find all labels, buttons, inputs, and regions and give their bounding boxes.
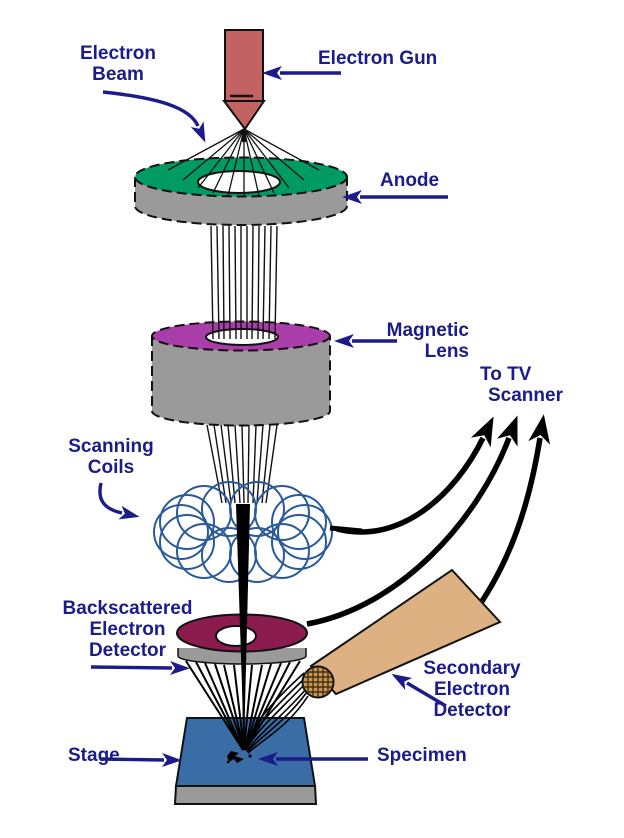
lens-aperture [205, 328, 279, 346]
electron-beam-fan [167, 128, 320, 197]
label-anode: Anode [380, 170, 440, 191]
anode-disk [134, 156, 348, 226]
secondary-electron-detector [301, 568, 502, 699]
scanning-coils-pointer [98, 482, 140, 520]
label-to-tv-scanner: To TV Scanner [480, 364, 563, 406]
label-backscattered-line1: Backscattered [62, 598, 193, 619]
label-magnetic-lens-line2: Lens [424, 341, 469, 362]
anode-aperture [197, 170, 281, 194]
label-scanning-coils-line2: Coils [87, 457, 135, 478]
stage-pointer [99, 752, 182, 767]
label-electron-beam-line2: Beam [92, 64, 144, 85]
label-secondary-line3: Detector [433, 700, 511, 721]
label-to-tv-line1: To TV [480, 364, 532, 385]
electron-gun [222, 29, 266, 131]
label-pointers [90, 66, 448, 767]
secondary-electron-paths [245, 672, 309, 754]
scanning-coils [153, 481, 333, 583]
label-backscattered-detector: Backscattered Electron Detector [50, 598, 205, 661]
label-magnetic-lens-line1: Magnetic [386, 320, 469, 341]
label-scanning-coils-line1: Scanning [68, 436, 154, 457]
label-electron-gun: Electron Gun [318, 48, 438, 69]
label-backscattered-line3: Detector [88, 640, 167, 661]
magnetic-lens [151, 320, 331, 427]
label-secondary-line1: Secondary [423, 658, 521, 679]
backscattered-pointer [90, 660, 190, 675]
electron-beam-pointer [102, 90, 206, 143]
label-backscattered-line2: Electron [89, 619, 166, 640]
beam-column [210, 225, 278, 340]
label-secondary-detector: Secondary Electron Detector [412, 658, 532, 721]
label-specimen: Specimen [377, 745, 467, 766]
detector-aperture [215, 625, 257, 647]
label-magnetic-lens: Magnetic Lens [376, 320, 469, 362]
label-electron-beam: Electron Beam [68, 43, 168, 85]
focused-beam [236, 504, 250, 748]
label-to-tv-line2: Scanner [488, 385, 563, 406]
label-secondary-line2: Electron [433, 679, 511, 700]
detector-ray-cone [185, 660, 301, 751]
tv-arrow-1 [336, 416, 494, 535]
specimen [226, 751, 252, 764]
label-scanning-coils: Scanning Coils [61, 436, 161, 478]
secondary-detector-pointer [391, 673, 447, 708]
label-electron-beam-line1: Electron [79, 43, 157, 64]
beam-converging [206, 424, 278, 504]
tv-arrow-2 [306, 415, 518, 627]
label-stage: Stage [68, 745, 120, 766]
